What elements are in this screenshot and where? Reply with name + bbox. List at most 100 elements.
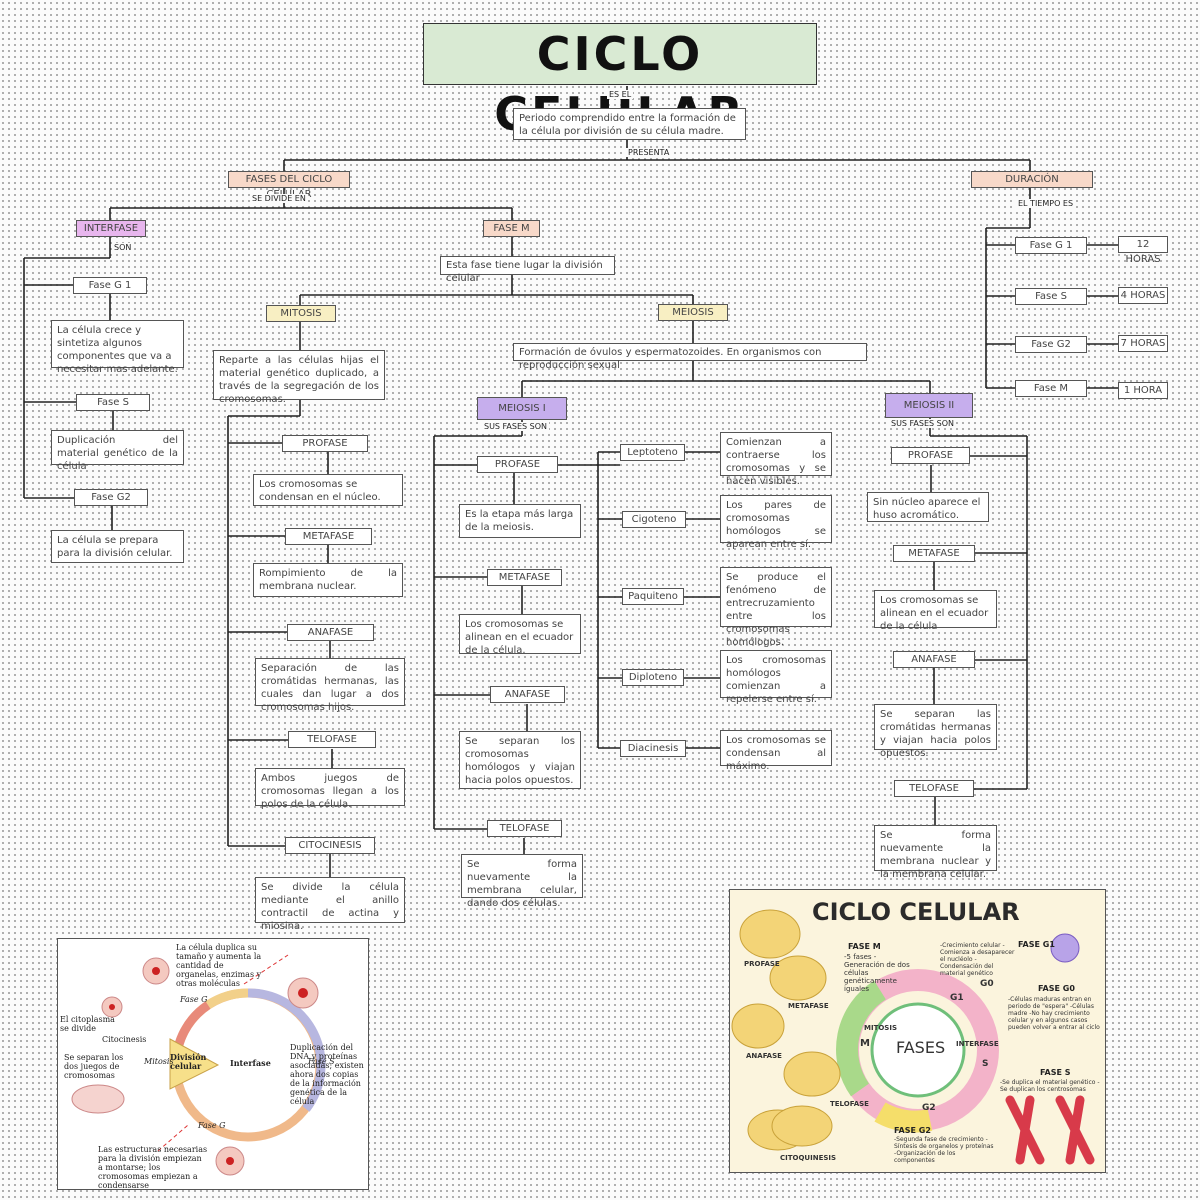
mitosis-profase-label: PROFASE: [282, 435, 368, 452]
meiosis-2-metafase-desc: Los cromosomas se alinean en el ecuador …: [874, 590, 997, 632]
fig-right-fase-g0-title: FASE G0: [1038, 984, 1075, 993]
duracion-g2-time: 7 HORAS: [1118, 335, 1168, 352]
meiosis-1-label: MEIOSIS I: [477, 397, 567, 420]
meiosis-1-anafase-desc: Se separan los cromosomas homólogos y vi…: [459, 731, 581, 789]
duracion-label: DURACIÓN: [971, 171, 1093, 188]
mitosis-citocinesis-desc: Se divide la célula mediante el anillo c…: [255, 877, 405, 932]
meiosis-2-anafase-desc: Se separan las cromátidas hermanas y via…: [874, 704, 997, 759]
mitosis-profase-desc: Los cromosomas se condensan en el núcleo…: [253, 474, 403, 506]
fig-right-anafase: ANAFASE: [746, 1052, 782, 1060]
mitosis-telofase-label: TELOFASE: [288, 731, 376, 748]
cigoteno-desc: Los pares de cromosomas homólogos se apa…: [720, 495, 832, 550]
fase-s-desc: Duplicación del material genético de la …: [51, 430, 184, 472]
duracion-g1-label: Fase G 1: [1015, 237, 1087, 254]
cigoteno-label: Cigoteno: [622, 511, 686, 528]
leptoteno-desc: Comienzan a contraerse los cromosomas y …: [720, 432, 832, 487]
cell-cycle-figure-left: La célula duplica su tamaño y aumenta la…: [57, 938, 369, 1190]
definition-box: Periodo comprendido entre la formación d…: [513, 108, 746, 140]
paquiteno-label: Paquiteno: [622, 588, 684, 605]
fig-left-fase-g-bottom: Fase G: [198, 1121, 226, 1130]
diploteno-desc: Los cromosomas homólogos comienzan a rep…: [720, 650, 832, 705]
meiosis-2-profase-label: PROFASE: [891, 447, 970, 464]
fase-m-desc: Esta fase tiene lugar la división celula…: [440, 256, 615, 284]
fig-right-fase-g1-text: -Crecimiento celular -Comienza a desapar…: [940, 942, 1015, 977]
fig-right-ring-interfase: INTERFASE: [956, 1040, 999, 1048]
fig-right-citoquinesis: CITOQUINESIS: [780, 1154, 837, 1162]
fig-right-fase-s-text: -Se duplica el material genético -Se dup…: [1000, 1079, 1100, 1093]
duracion-s-time: 4 HORAS: [1118, 287, 1168, 304]
fase-g2-desc: La célula se prepara para la división ce…: [51, 530, 184, 563]
fig-left-top-text: La célula duplica su tamaño y aumenta la…: [176, 943, 262, 988]
fig-right-fase-g0-text: -Células maduras entran en periodo de "e…: [1008, 996, 1100, 1031]
fig-left-text-citoplasma: El citoplasma se divide: [60, 1015, 115, 1033]
fase-s-label: Fase S: [76, 394, 150, 411]
paquiteno-desc: Se produce el fenómeno de entrecruzamien…: [720, 567, 832, 648]
meiosis-1-telofase-label: TELOFASE: [487, 820, 562, 837]
fig-left-text-separan: Se separan los dos juegos de cromosomas: [64, 1053, 124, 1080]
fig-left-bottom-text: Las estructuras necesarias para la divis…: [98, 1145, 208, 1190]
cycle-wheel-illustration: [71, 954, 326, 1176]
fig-right-fase-g2-text: -Segunda fase de crecimiento -Síntesis d…: [894, 1136, 994, 1164]
mitosis-metafase-desc: Rompimiento de la membrana nuclear.: [253, 563, 403, 597]
fases-ciclo-label: FASES DEL CICLO CELULAR: [228, 171, 350, 200]
fig-left-interfase: Interfase: [230, 1058, 271, 1068]
meiosis-2-telofase-label: TELOFASE: [894, 780, 974, 797]
meiosis-1-anafase-label: ANAFASE: [490, 686, 565, 703]
mitosis-anafase-label: ANAFASE: [287, 624, 374, 641]
mitosis-metafase-label: METAFASE: [285, 528, 372, 545]
meiosis-1-profase-label: PROFASE: [477, 456, 558, 473]
fig-right-ring-mitosis: MITOSIS: [864, 1024, 897, 1032]
duracion-s-label: Fase S: [1015, 288, 1087, 305]
mitosis-anafase-desc: Separación de las cromátidas hermanas, l…: [255, 658, 405, 713]
fig-left-fase-s: Fase S: [308, 1057, 335, 1066]
fig-right-ring-g1: G1: [950, 993, 964, 1003]
fase-g2-label: Fase G2: [74, 489, 148, 506]
fig-left-fase-g-top: Fase G: [180, 995, 208, 1004]
fig-right-fase-g2-title: FASE G2: [894, 1126, 931, 1135]
fase-g1-label: Fase G 1: [73, 277, 147, 294]
diacinesis-desc: Los cromosomas se condensan al máximo.: [720, 730, 832, 772]
fig-left-citocinesis: Citocinesis: [102, 1035, 147, 1044]
mitosis-citocinesis-label: CITOCINESIS: [285, 837, 375, 854]
connector-el-tiempo-es: EL TIEMPO ES: [1016, 199, 1076, 208]
meiosis-label: MEIOSIS: [658, 304, 728, 321]
fig-right-profase: PROFASE: [744, 960, 780, 968]
fig-left-mitosis: Mitosis: [144, 1057, 174, 1066]
duracion-g2-label: Fase G2: [1015, 336, 1087, 353]
meiosis-2-profase-desc: Sin núcleo aparece el huso acromático.: [867, 492, 989, 522]
fase-m-label: FASE M: [483, 220, 540, 237]
diploteno-label: Diploteno: [622, 669, 684, 686]
cycle-infographic-illustration: [731, 909, 1095, 1165]
fig-right-fase-s-title: FASE S: [1040, 1068, 1071, 1077]
connector-es-el: ES EL: [607, 90, 634, 99]
fig-right-center-label: FASES: [896, 1038, 946, 1057]
meiosis-1-telofase-desc: Se forma nuevamente la membrana celular,…: [461, 854, 583, 909]
fig-right-fase-m-title: FASE M: [848, 942, 881, 951]
fig-right-fase-g1-title: FASE G1: [1018, 940, 1055, 949]
mitosis-telofase-desc: Ambos juegos de cromosomas llegan a los …: [255, 768, 405, 810]
mitosis-desc: Reparte a las células hijas el material …: [213, 350, 385, 405]
fig-left-right-text: Duplicación del DNA y proteínas asociada…: [290, 1043, 364, 1106]
connector-sus-fases-son-2: SUS FASES SON: [889, 419, 957, 428]
fig-right-metafase: METAFASE: [788, 1002, 829, 1010]
connector-se-divide-en: SE DIVIDE EN: [250, 194, 308, 203]
fig-right-fase-m-text: -5 fases -Generación de dos células gené…: [844, 953, 910, 993]
interfase-label: INTERFASE: [76, 220, 146, 237]
leptoteno-label: Leptoteno: [620, 444, 685, 461]
connector-sus-fases-son-1: SUS FASES SON: [482, 422, 550, 431]
mitosis-label: MITOSIS: [266, 305, 336, 322]
duracion-g1-time: 12 HORAS: [1118, 236, 1168, 265]
meiosis-desc: Formación de óvulos y espermatozoides. E…: [513, 343, 867, 371]
page-title: CICLO CELULAR: [423, 23, 817, 141]
meiosis-2-telofase-desc: Se forma nuevamente la membrana nuclear …: [874, 825, 997, 880]
fig-right-ring-s: S: [982, 1059, 989, 1069]
diacinesis-label: Diacinesis: [620, 740, 686, 757]
fig-right-telofase: TELOFASE: [830, 1100, 869, 1108]
meiosis-2-anafase-label: ANAFASE: [893, 651, 975, 668]
connector-son: SON: [112, 243, 134, 252]
fig-left-division: División celular: [170, 1052, 207, 1071]
fase-g1-desc: La célula crece y sintetiza algunos comp…: [51, 320, 184, 375]
meiosis-1-metafase-label: METAFASE: [487, 569, 562, 586]
cell-cycle-figure-right: CICLO CELULAR FASE M -5 fases -Generació…: [729, 889, 1106, 1173]
meiosis-2-metafase-label: METAFASE: [893, 545, 975, 562]
